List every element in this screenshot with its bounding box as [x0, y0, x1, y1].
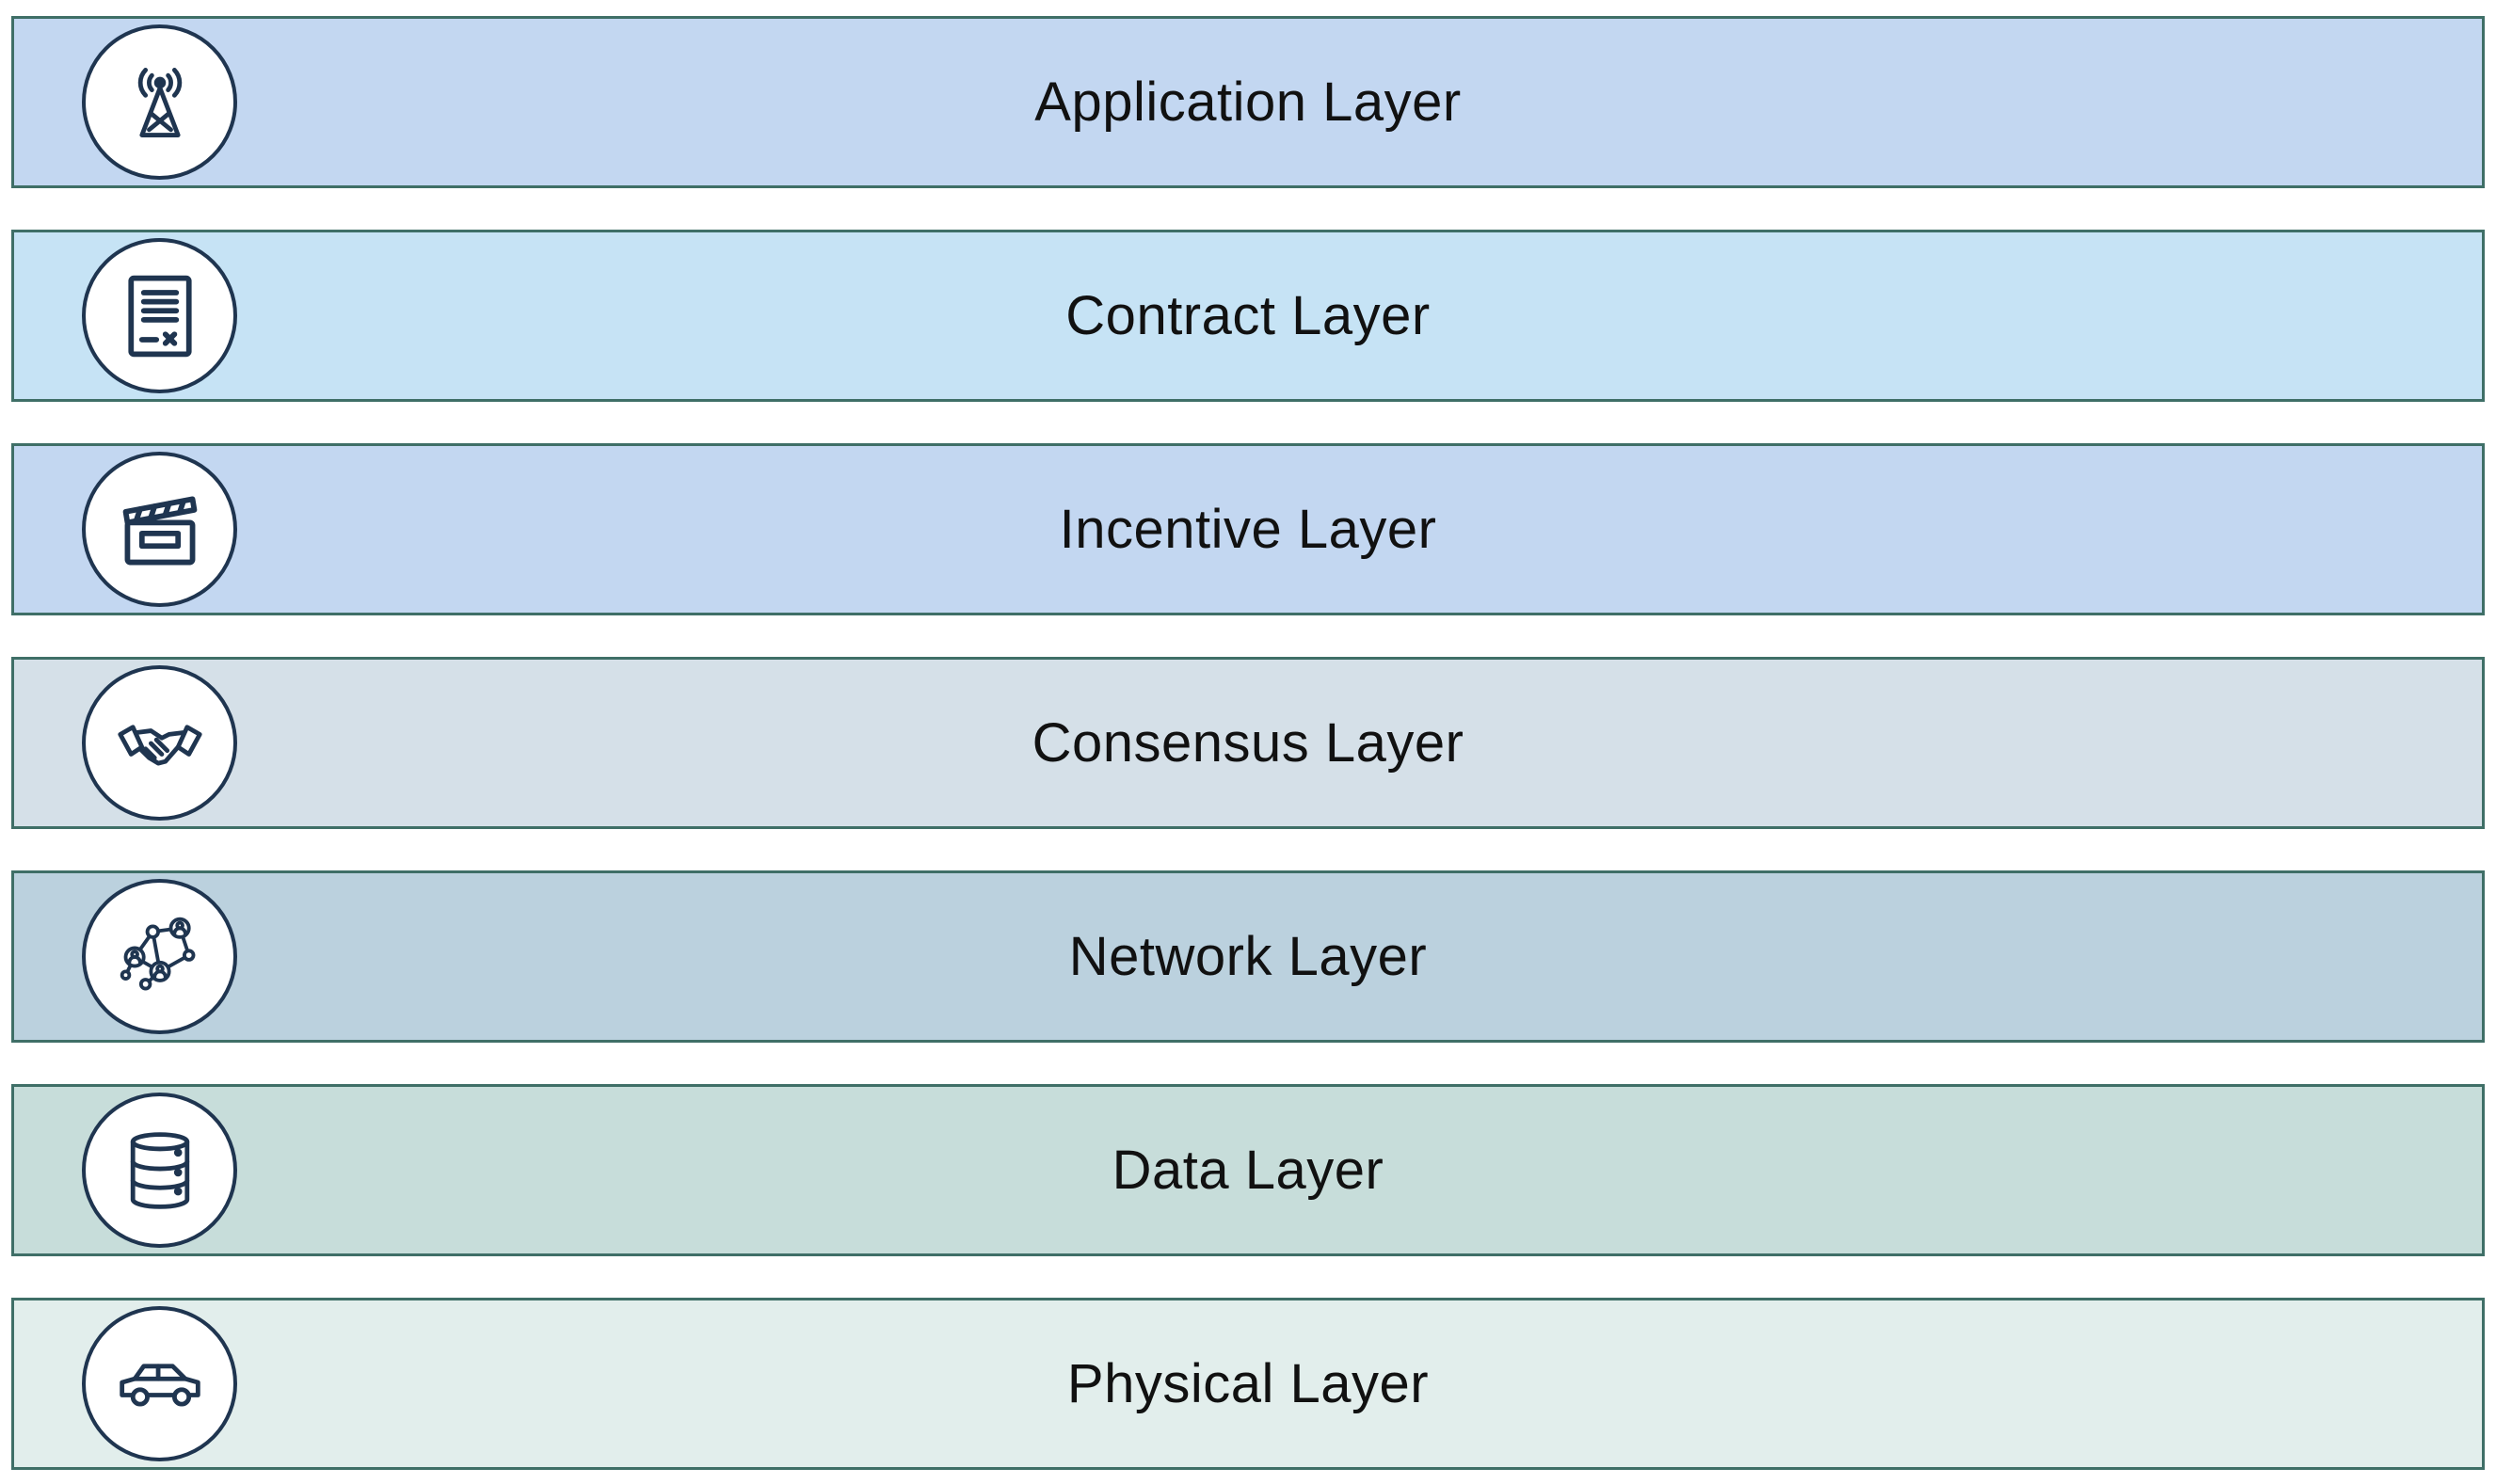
layer-label: Physical Layer [1066, 1353, 1430, 1414]
layer-incentive: Incentive Layer [11, 443, 2485, 615]
handshake-icon [82, 665, 237, 821]
radio-tower-icon [82, 24, 237, 180]
layer-contract: Contract Layer [11, 230, 2485, 402]
layer-consensus: Consensus Layer [11, 657, 2485, 829]
layer-label: Consensus Layer [1032, 712, 1464, 774]
clapperboard-icon [82, 452, 237, 607]
layer-label: Data Layer [1112, 1140, 1384, 1201]
database-icon [82, 1093, 237, 1248]
layer-data: Data Layer [11, 1084, 2485, 1256]
layer-network: Network Layer [11, 870, 2485, 1043]
layer-application: Application Layer [11, 16, 2485, 188]
layer-label: Contract Layer [1065, 285, 1431, 346]
network-icon [82, 879, 237, 1034]
layer-label: Application Layer [1034, 72, 1462, 133]
contract-document-icon [82, 238, 237, 393]
layer-physical: Physical Layer [11, 1298, 2485, 1470]
layer-label: Network Layer [1068, 926, 1428, 987]
layer-label: Incentive Layer [1059, 499, 1437, 560]
car-icon [82, 1306, 237, 1461]
